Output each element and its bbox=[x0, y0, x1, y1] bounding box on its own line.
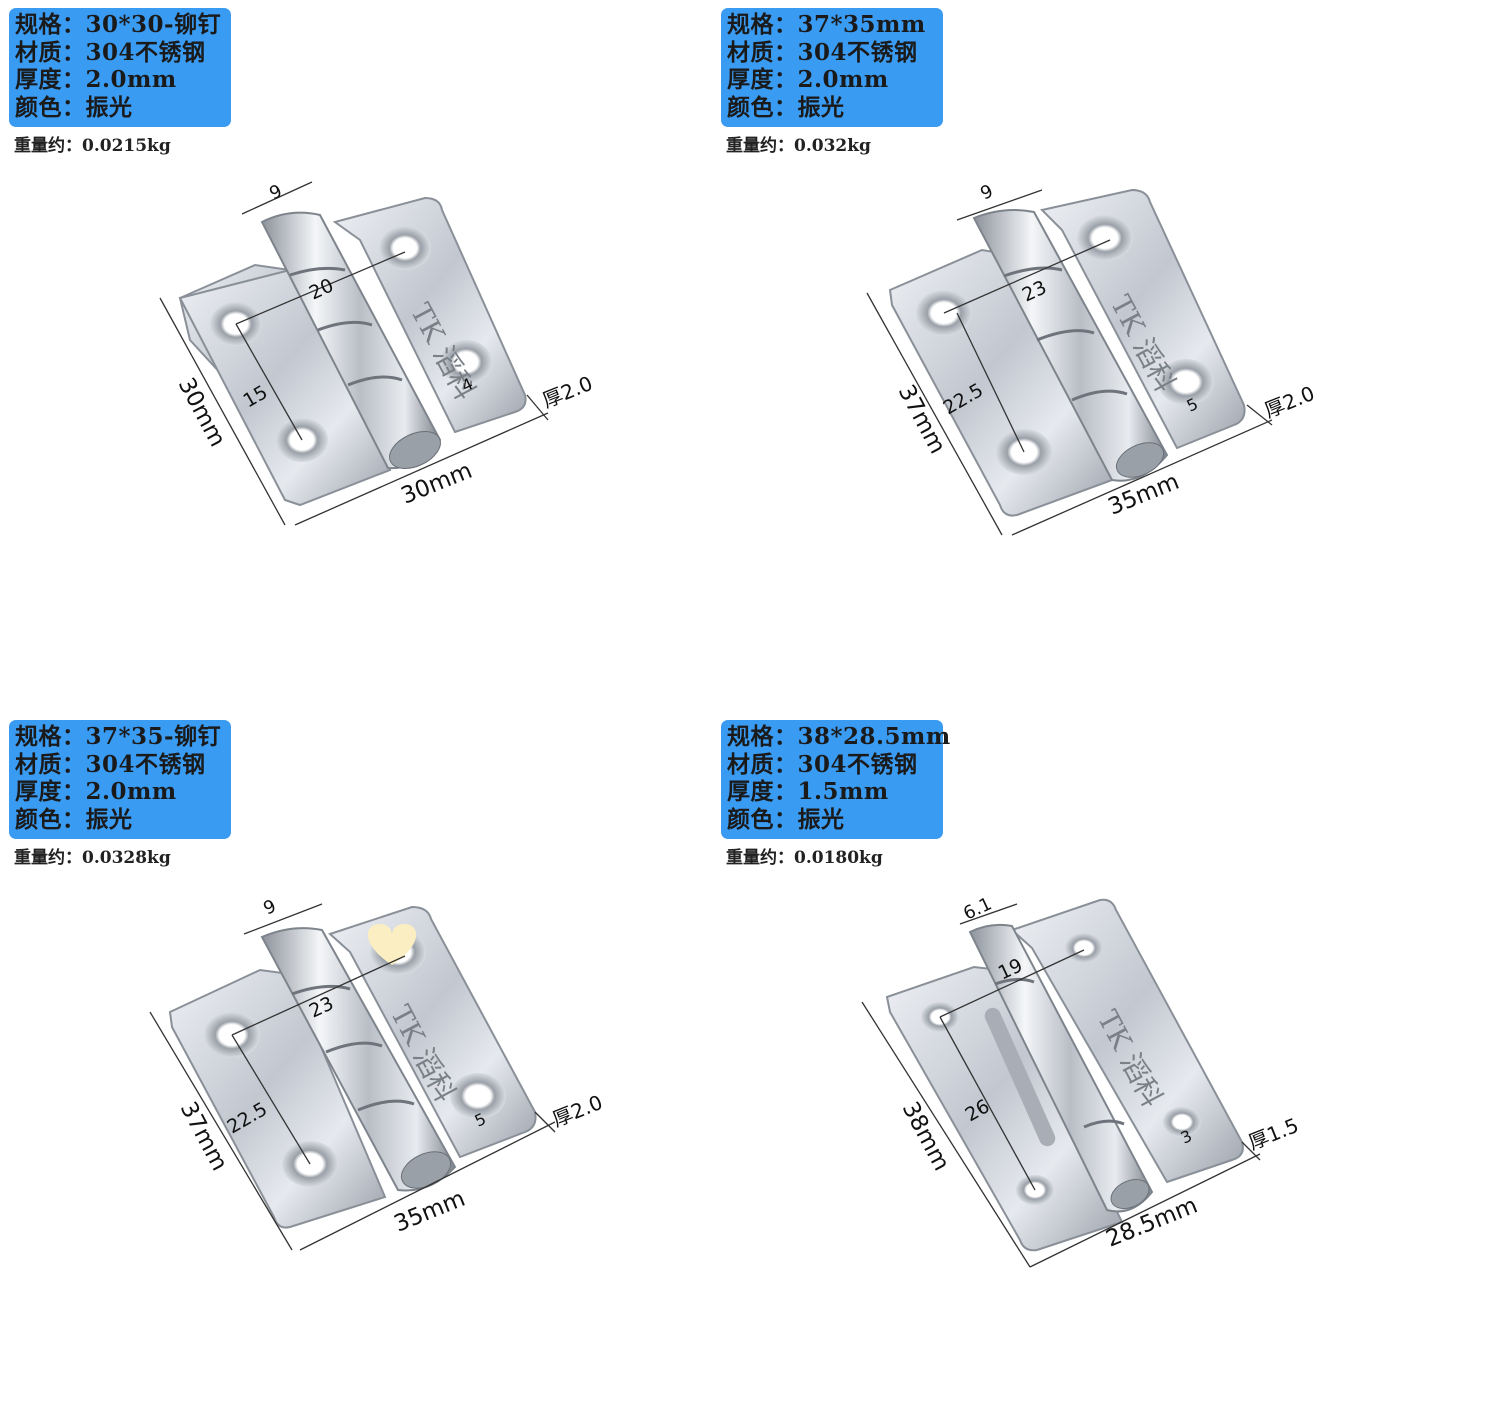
hinge-body: TK 滔科 bbox=[168, 905, 537, 1229]
hinge-drawing: TK 滔科 9 20 15 4 30mm 30mm 厚2.0 bbox=[159, 181, 596, 526]
dimension-lines bbox=[149, 903, 556, 1251]
color-text: 颜色：振光 bbox=[15, 805, 133, 833]
spec-text: 规格：30*30-铆钉 bbox=[15, 11, 222, 38]
material-text: 材质：304不锈钢 bbox=[727, 750, 918, 778]
thickness-text: 厚度：2.0mm bbox=[15, 66, 177, 93]
hinge-body: TK 滔科 bbox=[888, 188, 1246, 517]
weight-text: 重量约：0.0180kg bbox=[726, 848, 883, 868]
spec-label-box: 规格：37*35mm 材质：304不锈钢 厚度：2.0mm 颜色：振光 bbox=[721, 8, 943, 127]
weight-text: 重量约：0.0215kg bbox=[14, 136, 171, 156]
product-card-1: 规格：30*30-铆钉 材质：304不锈钢 厚度：2.0mm 颜色：振光 重量约… bbox=[0, 0, 750, 712]
hinge-body: TK 滔科 bbox=[178, 196, 527, 507]
spec-text: 规格：38*28.5mm bbox=[727, 723, 951, 750]
dim-thickness: 厚2.0 bbox=[1261, 381, 1318, 423]
spec-text: 规格：37*35mm bbox=[727, 11, 926, 38]
color-text: 颜色：振光 bbox=[727, 805, 845, 833]
dim-knuckle: 9 bbox=[977, 181, 996, 205]
hinge-drawing: TK 滔科 6.1 19 26 3 38mm 28.5mm 厚1.5 bbox=[861, 893, 1302, 1268]
product-card-4: 规格：38*28.5mm 材质：304不锈钢 厚度：1.5mm 颜色：振光 重量… bbox=[712, 712, 1462, 1424]
dimension-lines bbox=[866, 189, 1273, 536]
color-text: 颜色：振光 bbox=[15, 93, 133, 121]
product-card-2: 规格：37*35mm 材质：304不锈钢 厚度：2.0mm 颜色：振光 重量约：… bbox=[712, 0, 1462, 712]
dim-thickness: 厚1.5 bbox=[1245, 1113, 1302, 1155]
dim-thickness: 厚2.0 bbox=[539, 371, 596, 413]
heart-icon bbox=[367, 924, 417, 965]
dim-thickness: 厚2.0 bbox=[549, 1090, 606, 1132]
dimension-lines bbox=[159, 181, 549, 526]
material-text: 材质：304不锈钢 bbox=[15, 750, 206, 778]
hinge-drawing: TK 滔科 9 23 22.5 5 37mm 35mm 厚2.0 bbox=[149, 896, 606, 1251]
spec-label-box: 规格：37*35-铆钉 材质：304不锈钢 厚度：2.0mm 颜色：振光 bbox=[9, 720, 231, 839]
spec-label-box: 规格：38*28.5mm 材质：304不锈钢 厚度：1.5mm 颜色：振光 bbox=[721, 720, 951, 839]
dimension-lines bbox=[861, 903, 1261, 1268]
material-text: 材质：304不锈钢 bbox=[727, 38, 918, 66]
thickness-text: 厚度：2.0mm bbox=[727, 66, 889, 93]
hinge-body: TK 滔科 bbox=[885, 898, 1244, 1252]
dim-knuckle: 9 bbox=[260, 896, 279, 920]
weight-text: 重量约：0.0328kg bbox=[14, 848, 171, 868]
material-text: 材质：304不锈钢 bbox=[15, 38, 206, 66]
dim-knuckle: 6.1 bbox=[960, 893, 995, 924]
thickness-text: 厚度：1.5mm bbox=[727, 778, 889, 805]
dim-height: 30mm bbox=[173, 374, 231, 452]
hinge-drawing: TK 滔科 9 23 22.5 5 37mm 35mm 厚2.0 bbox=[866, 181, 1318, 536]
dim-width: 35mm bbox=[391, 1186, 469, 1238]
spec-text: 规格：37*35-铆钉 bbox=[15, 723, 222, 750]
thickness-text: 厚度：2.0mm bbox=[15, 778, 177, 805]
product-card-3: 规格：37*35-铆钉 材质：304不锈钢 厚度：2.0mm 颜色：振光 重量约… bbox=[0, 712, 750, 1424]
color-text: 颜色：振光 bbox=[727, 93, 845, 121]
weight-text: 重量约：0.032kg bbox=[726, 136, 871, 156]
spec-label-box: 规格：30*30-铆钉 材质：304不锈钢 厚度：2.0mm 颜色：振光 bbox=[9, 8, 231, 127]
